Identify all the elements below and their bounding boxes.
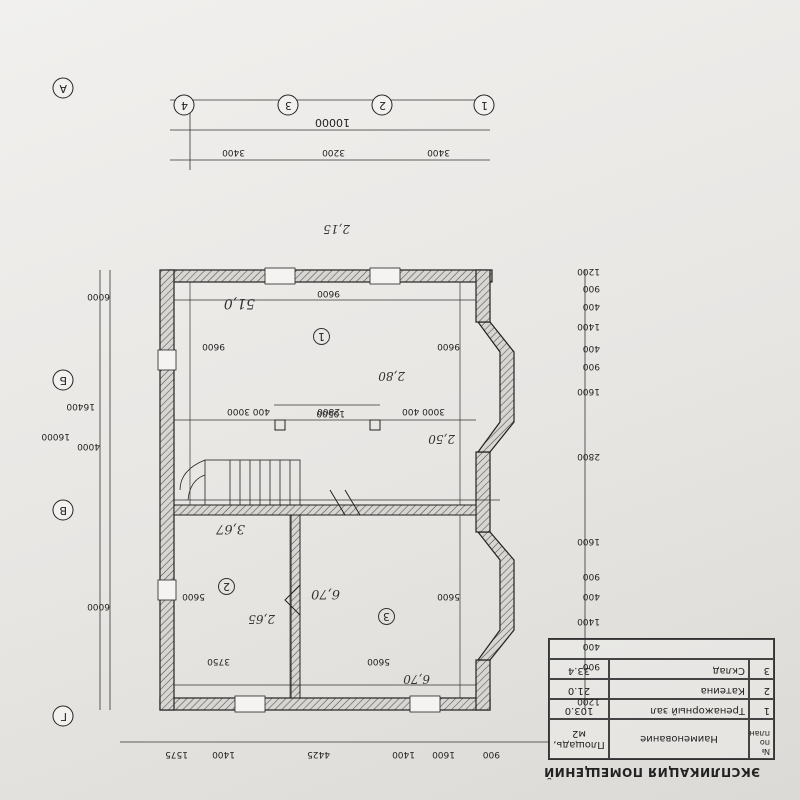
dim-right-15: 1200 bbox=[577, 266, 600, 276]
dim-bottom-1: 1575 bbox=[165, 749, 188, 759]
note-215: 2,15 bbox=[323, 222, 350, 236]
dim-right-2: 900 bbox=[582, 661, 600, 671]
dim-inner-9600-top: 9600 bbox=[317, 288, 340, 298]
dim-right-8: 2800 bbox=[577, 451, 600, 461]
axis-label-4: 4 bbox=[181, 99, 188, 112]
wall-bottom bbox=[166, 269, 493, 283]
axis-circle-g bbox=[52, 77, 74, 99]
wall-top bbox=[159, 697, 491, 711]
axis-markers bbox=[52, 77, 495, 727]
axis-circle-v bbox=[52, 369, 74, 391]
dim-inner-400-3000: 400 3000 bbox=[227, 406, 270, 416]
dim-left-total-a: 16000 bbox=[41, 431, 70, 441]
axis-circle-b bbox=[52, 499, 74, 521]
axis-label-b: Б bbox=[59, 374, 67, 387]
note-250: 2,50 bbox=[428, 432, 455, 446]
axis-label-2: 2 bbox=[379, 99, 386, 112]
dim-inner-5600-bottom: 5600 bbox=[367, 656, 390, 666]
window-right-1 bbox=[157, 579, 177, 601]
dim-right-9: 1600 bbox=[577, 386, 600, 396]
wall-left-bottom bbox=[475, 269, 491, 323]
column-2 bbox=[274, 419, 286, 431]
dim-top-seg-3: 3400 bbox=[222, 147, 245, 157]
door-swing bbox=[329, 489, 361, 516]
bay-bottom-outer bbox=[476, 321, 515, 453]
dim-inner-9600-left: 9600 bbox=[202, 341, 225, 351]
dim-right-13: 400 bbox=[582, 301, 600, 311]
outer-walls bbox=[159, 269, 515, 711]
dim-right-3: 400 bbox=[582, 641, 600, 651]
dim-inner-3000-400: 3000 400 bbox=[402, 406, 445, 416]
note-265: 2,65 bbox=[248, 612, 275, 626]
note-367: 3,67 bbox=[216, 521, 245, 536]
door-arc-room2 bbox=[284, 584, 301, 616]
axis-circle-2 bbox=[371, 94, 393, 116]
column-1 bbox=[369, 419, 381, 431]
window-top-1 bbox=[409, 695, 441, 713]
dim-left-3: 6000 bbox=[87, 291, 110, 301]
inner-dimension-lines bbox=[174, 282, 500, 698]
dim-inner-9600-right: 9600 bbox=[437, 341, 460, 351]
wall-horizontal-divider bbox=[173, 504, 477, 516]
room-3-number: 3 bbox=[378, 608, 395, 625]
note-670b: 6,70 bbox=[403, 672, 430, 686]
dim-right-10: 900 bbox=[582, 361, 600, 371]
axis-circle-3 bbox=[277, 94, 299, 116]
dim-right-1: 1200 bbox=[577, 696, 600, 706]
window-top-2 bbox=[234, 695, 266, 713]
note-670: 6,70 bbox=[311, 586, 340, 601]
dim-bottom-5: 1600 bbox=[432, 749, 455, 759]
room-1-number: 1 bbox=[313, 328, 330, 345]
dim-bottom-2: 1400 bbox=[212, 749, 235, 759]
wall-vertical-divider bbox=[290, 514, 301, 699]
axis-circle-1 bbox=[473, 94, 495, 116]
note-280: 2,80 bbox=[378, 369, 405, 383]
dim-top-seg-2: 3200 bbox=[322, 147, 345, 157]
dimension-chains bbox=[99, 99, 586, 743]
dim-inner-5600-left: 5600 bbox=[182, 591, 205, 601]
windows bbox=[157, 267, 441, 713]
bay-top-outer bbox=[476, 531, 515, 661]
dim-right-6: 900 bbox=[582, 571, 600, 581]
dim-bottom-6: 900 bbox=[482, 749, 500, 759]
dim-right-7: 1600 bbox=[577, 536, 600, 546]
room-2-number: 2 bbox=[218, 578, 235, 595]
dim-inner-5600-right: 5600 bbox=[437, 591, 460, 601]
window-bottom-1 bbox=[369, 267, 401, 285]
axis-label-1: 1 bbox=[481, 99, 488, 112]
note-51: 51,0 bbox=[223, 295, 255, 311]
dim-inner-2800: 2800 bbox=[317, 406, 340, 416]
dim-right-5: 400 bbox=[582, 591, 600, 601]
axis-label-a: А bbox=[59, 82, 67, 95]
dim-top-total: 10000 bbox=[315, 116, 350, 129]
wall-left-top bbox=[475, 659, 491, 711]
dim-right-4: 1400 bbox=[577, 616, 600, 626]
axis-label-g: Г bbox=[60, 710, 67, 723]
window-bottom-2 bbox=[264, 267, 296, 285]
dim-inner-3750: 3750 bbox=[207, 656, 230, 666]
dim-right-11: 400 bbox=[582, 343, 600, 353]
wall-left-mid bbox=[475, 451, 491, 533]
wall-right bbox=[159, 269, 175, 711]
window-right-2 bbox=[157, 349, 177, 371]
axis-label-3: 3 bbox=[285, 99, 292, 112]
axis-circle-a bbox=[52, 705, 74, 727]
dim-bottom-3: 4425 bbox=[307, 749, 330, 759]
axis-label-v: В bbox=[59, 504, 67, 517]
dim-top-seg-1: 3400 bbox=[427, 147, 450, 157]
dim-right-14: 900 bbox=[582, 283, 600, 293]
dim-left-2: 4000 bbox=[77, 441, 100, 451]
dim-bottom-4: 1400 bbox=[392, 749, 415, 759]
staircase bbox=[179, 459, 301, 506]
axis-circle-4 bbox=[173, 94, 195, 116]
dim-left-1: 6000 bbox=[87, 601, 110, 611]
dim-left-total-b: 16400 bbox=[66, 401, 95, 411]
dim-right-12: 1400 bbox=[577, 321, 600, 331]
